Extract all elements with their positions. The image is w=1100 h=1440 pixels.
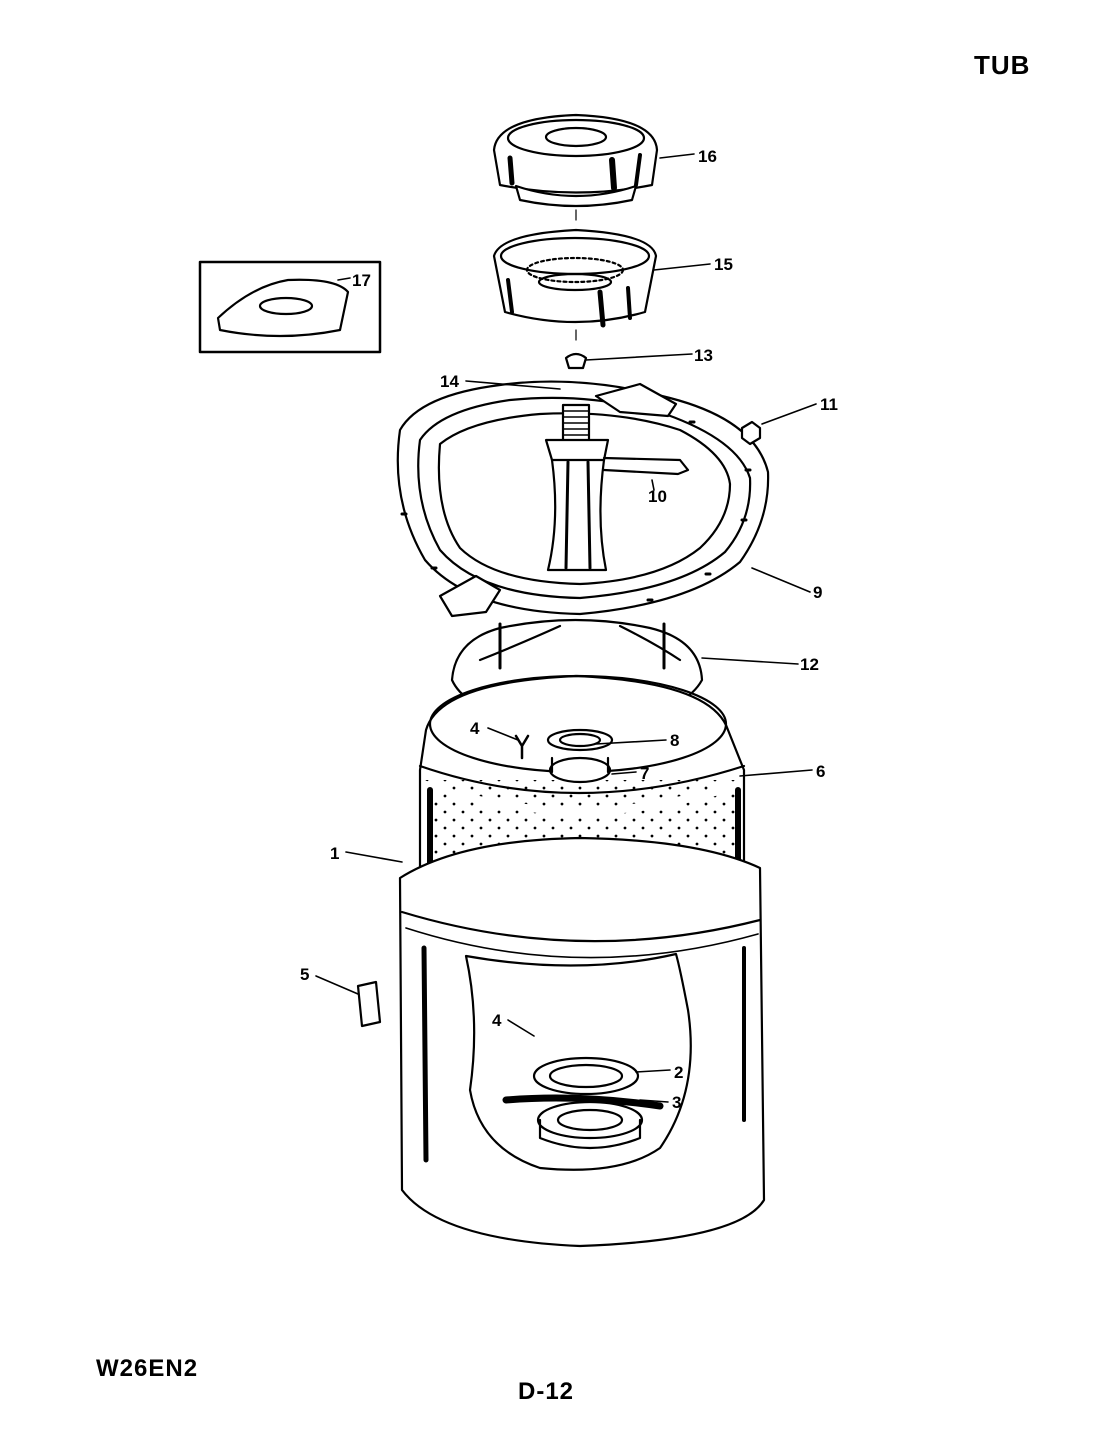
label-5: [356, 980, 382, 1028]
agitator-barrel-15: [492, 228, 658, 328]
drive-block-8: [546, 728, 614, 752]
callout-10: 10: [648, 487, 667, 506]
agitator-shaft-10: [544, 403, 690, 572]
outer-tub-1: [398, 836, 766, 1248]
callout-1: 1: [330, 844, 339, 863]
cap-screw-13: [564, 352, 588, 370]
callout-4-lower: 4: [492, 1011, 502, 1030]
callout-15: 15: [714, 255, 733, 274]
hub-nut-7: [548, 756, 612, 784]
callout-11: 11: [820, 395, 838, 414]
callout-8: 8: [670, 731, 679, 750]
agitator-cap-16: [492, 113, 659, 208]
callout-17: 17: [352, 271, 371, 290]
callout-16: 16: [698, 147, 717, 166]
tub-bearing-3: [536, 1100, 644, 1150]
page-number: D-12: [518, 1378, 575, 1405]
section-title: TUB: [974, 50, 1031, 80]
tub-seal-2: [532, 1056, 640, 1096]
callout-2: 2: [674, 1063, 683, 1082]
clip-11: [740, 420, 762, 446]
callout-14: 14: [440, 372, 459, 391]
callout-6: 6: [816, 762, 825, 781]
callout-3: 3: [672, 1093, 681, 1112]
callout-7: 7: [640, 764, 649, 783]
callout-13: 13: [694, 346, 713, 365]
callout-9: 9: [813, 583, 822, 602]
callout-12: 12: [800, 655, 819, 674]
callout-5: 5: [300, 965, 309, 984]
callout-labels: 16 15 13 14 11 10 9 12 6 8 7 4 1 5 4 2 3…: [300, 147, 838, 1112]
tub-ring-9: [396, 380, 770, 618]
inset-box-17: [198, 260, 382, 354]
leader-lines: [315, 153, 817, 1103]
model-number: W26EN2: [96, 1355, 199, 1382]
callout-4-upper: 4: [470, 719, 480, 738]
